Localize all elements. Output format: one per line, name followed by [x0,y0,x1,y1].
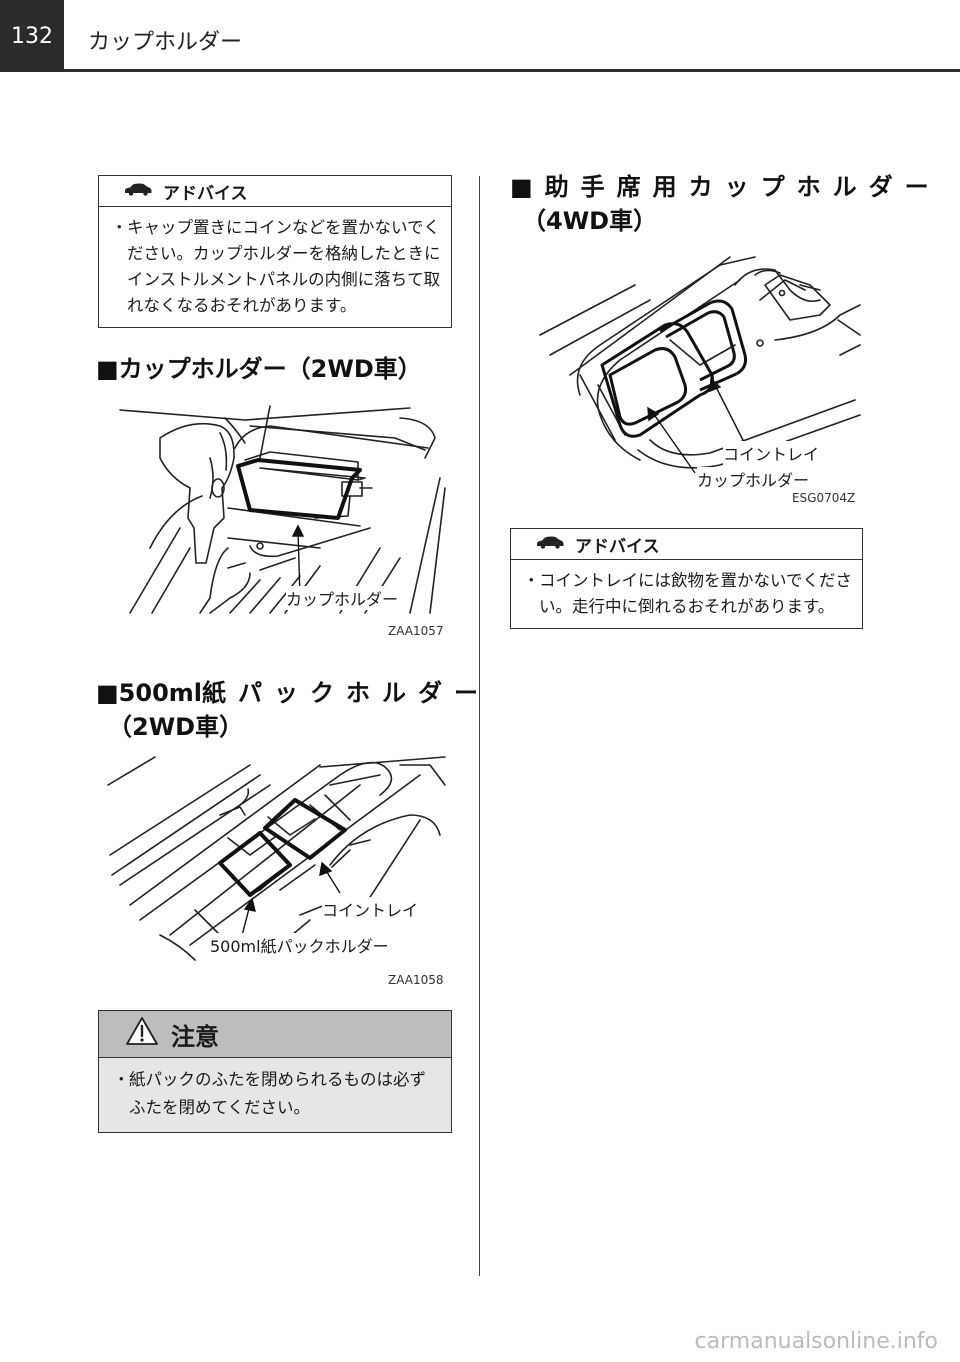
advice-box-top: アドバイス ・ キャップ置きにコインなどを置かないでください。カップホルダーを格… [98,175,452,328]
bullet: ・ [111,218,128,237]
advice-header: アドバイス [99,176,451,207]
advice-body: ・ キャップ置きにコインなどを置かないでください。カップホルダーを格納したときに… [99,207,451,327]
pack-holder-illustration [107,756,446,961]
caution-box: 注意 ・ 紙パックのふたを閉められるものは必ずふたを閉めてください。 [98,1010,452,1133]
label-cup-holder: カップホルダー [697,467,810,491]
caution-body: ・ 紙パックのふたを閉められるものは必ずふたを閉めてください。 [99,1058,451,1132]
caution-text: 紙パックのふたを閉められるものは必ずふたを閉めてください。 [129,1070,426,1117]
figure-code: ZAA1057 [388,624,444,638]
section-heading-cup-holder-2wd: ■カップホルダー（2WD車） [96,352,422,386]
heading-spaced: 紙パックホルダー [202,679,491,707]
label-coin-tray: コイントレイ [723,441,820,465]
heading-spaced: ■助手席用カップホルダー [510,173,941,201]
advice-box-right: アドバイス ・ コイントレイには飲物を置かないでください。走行中に倒れるおそれが… [510,528,863,629]
header-rule [64,69,960,72]
car-icon [535,534,565,554]
heading-text: ■カップホルダー（2WD車） [96,355,422,383]
figure-code: ZAA1058 [388,973,444,987]
section-heading-passenger-cup-holder: ■助手席用カップホルダー （4WD車） [510,170,941,238]
car-icon [123,181,153,201]
chapter-title: カップホルダー [88,30,243,55]
figure-pack-holder: コイントレイ 500ml紙パックホルダー ZAA1058 [100,745,455,990]
column-divider [479,176,480,1276]
label-pack-holder: 500ml紙パックホルダー [210,933,389,957]
advice-text: キャップ置きにコインなどを置かないでください。カップホルダーを格納したときにイン… [127,218,441,315]
bullet: ・ [523,571,540,590]
advice-body: ・ コイントレイには飲物を置かないでください。走行中に倒れるおそれがあります。 [511,560,862,628]
heading-prefix: ■500ml [96,679,203,707]
page-header: 132 カップホルダー [0,0,960,72]
page-number: 132 [0,0,64,72]
heading-sub: （2WD車） [108,713,244,741]
figure-cup-holder-2wd: カップホルダー ZAA1057 [110,398,455,643]
figure-code: ESG0704Z [792,491,856,505]
cup-holder-illustration [119,405,446,614]
caution-header: 注意 [99,1011,451,1058]
caution-title: 注意 [171,1022,219,1051]
advice-title: アドバイス [163,183,248,204]
section-heading-pack-holder: ■500ml紙パックホルダー （2WD車） [96,676,490,744]
warning-triangle-icon [125,1015,159,1053]
bullet: ・ [113,1070,130,1089]
label-coin-tray: コイントレイ [322,897,419,921]
heading-sub: （4WD車） [522,207,658,235]
figure-passenger-cup-holder: コイントレイ カップホルダー ESG0704Z [520,245,865,507]
label-cup-holder: カップホルダー [286,586,399,610]
advice-title: アドバイス [575,536,660,557]
passenger-cup-holder-illustration [539,256,861,474]
advice-text: コイントレイには飲物を置かないでください。走行中に倒れるおそれがあります。 [539,571,853,616]
advice-header: アドバイス [511,529,862,560]
watermark: carmanualsonline.info [694,1329,938,1354]
